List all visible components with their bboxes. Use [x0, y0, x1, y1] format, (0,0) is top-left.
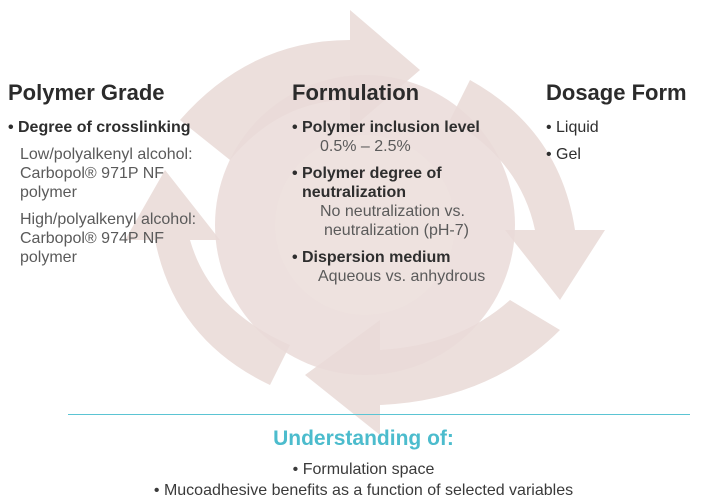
understanding-item-formulation-space: • Formulation space: [292, 461, 435, 478]
dosage-form-title: Dosage Form: [546, 80, 687, 105]
polymer-grade-column: Polymer Grade •Degree of crosslinking Lo…: [8, 80, 278, 267]
cycle-arrow-right: [450, 80, 605, 300]
understanding-title: Understanding of:: [273, 427, 454, 450]
understanding-item-mucoadhesive: • Mucoadhesive benefits as a function of…: [153, 482, 574, 499]
dispersion-bullet: •Dispersion medium: [292, 249, 451, 266]
inclusion-bullet: •Polymer inclusion level: [292, 119, 480, 136]
polymer-grade-title: Polymer Grade: [8, 80, 165, 105]
neutralization-bullet: •Polymer degree of neutralization: [292, 165, 442, 201]
dosage-item-gel: •Gel: [546, 146, 581, 163]
formulation-column: Formulation •Polymer inclusion level 0.5…: [292, 80, 552, 286]
crosslinking-bullet: •Degree of crosslinking: [8, 119, 191, 136]
dosage-item-liquid: •Liquid: [546, 119, 599, 136]
high-grade-detail: High/polyalkenyl alcohol: Carbopol® 974P…: [20, 211, 197, 266]
dosage-form-column: Dosage Form •Liquid •Gel: [546, 80, 726, 164]
cycle-arrow-top: [180, 10, 420, 160]
neutralization-detail: No neutralization vs. neutralization (pH…: [320, 203, 469, 239]
low-grade-detail: Low/polyalkenyl alcohol: Carbopol® 971P …: [20, 146, 193, 201]
cycle-center-inner: [275, 135, 455, 315]
section-divider: [68, 414, 690, 415]
cycle-arrow-left: [125, 170, 290, 385]
dispersion-detail: Aqueous vs. anhydrous: [318, 268, 486, 285]
formulation-title: Formulation: [292, 80, 420, 105]
inclusion-detail: 0.5% – 2.5%: [320, 138, 411, 155]
